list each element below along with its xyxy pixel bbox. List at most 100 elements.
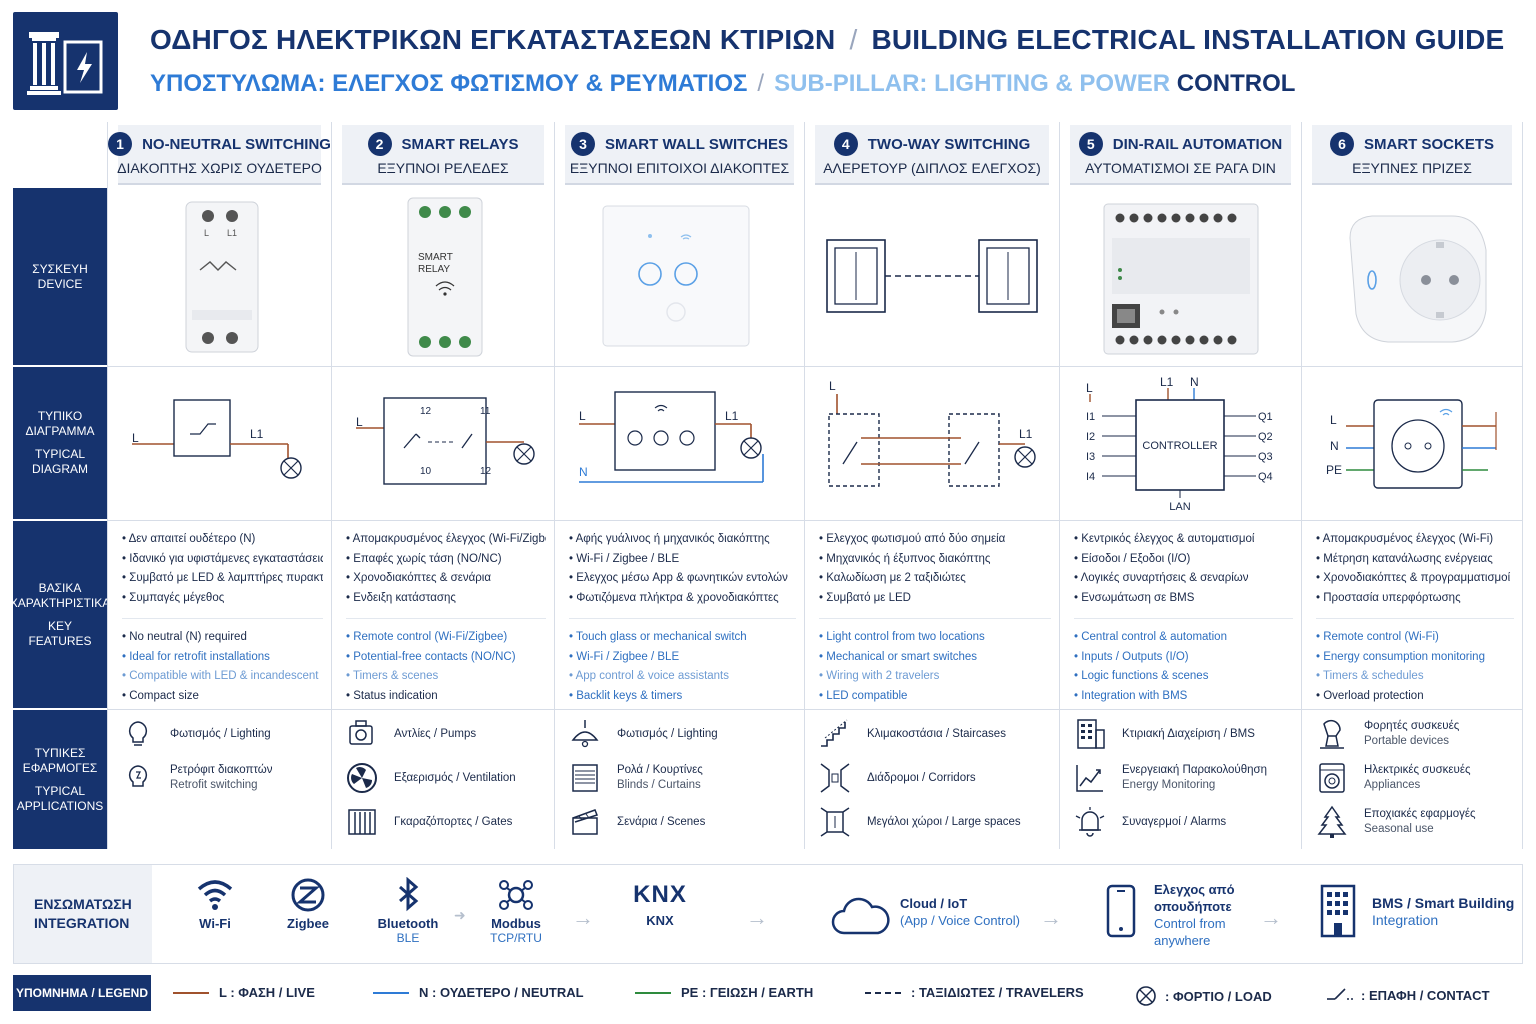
features-list: Απομακρυσμένος έλεγχος (Wi-Fi) Μέτρηση κ… [1316, 530, 1514, 706]
wall-switch-diagram: L L1 N [579, 391, 764, 483]
subtitle-separator: / [757, 70, 765, 97]
lightbulb-icon [128, 721, 148, 746]
pump-icon [349, 720, 373, 745]
protocol-name: Zigbee [287, 916, 329, 931]
column-title-gr: ΔΙΑΚΟΠΤΗΣ ΧΩΡΙΣ ΟΥΔΕΤΕΡΟ [117, 160, 322, 176]
application-label: Ρετρόφιτ διακοπτών [170, 764, 273, 776]
wiring-diagram: L L1 [108, 368, 331, 518]
row-divider [107, 520, 1523, 521]
legend-text: L : ΦΑΣΗ / LIVE [219, 985, 315, 1000]
feature-item: Δεν απαιτεί ουδέτερο (N) [122, 530, 323, 550]
output-label: Q2 [1258, 431, 1273, 443]
row-label-text: ΤΥΠΙΚΟ [37, 409, 83, 423]
feature-item: Timers & scenes [346, 667, 546, 687]
cloud-caption: Cloud / IoT(App / Voice Control) [900, 895, 1020, 929]
input-label: I4 [1086, 471, 1095, 483]
legend-item-travelers: : ΤΑΞΙΔΙΩΤΕΣ / TRAVELERS [865, 985, 1084, 1000]
application-label: Σενάρια / Scenes [617, 815, 706, 828]
feature-item: Λογικές συναρτήσεις & σεναρίων [1074, 569, 1293, 589]
column-title-gr: ΑΛΕΡΕΤΟΥΡ (ΔΙΠΛΟΣ ΕΛΕΓΧΟΣ) [823, 160, 1041, 176]
gate-icon [348, 809, 376, 835]
device-image [555, 190, 804, 366]
controller-diagram: L L1 N CONTROLLER I1 I2 I3 I4 Q1 Q2 Q3 Q… [1086, 375, 1273, 513]
application-sublabel: Blinds / Curtains [617, 779, 701, 791]
protocol-knx: KNX KNX [630, 877, 690, 928]
application-label: Συναγερμοί / Alarms [1122, 815, 1227, 828]
wiring-diagram: L L1 N CONTROLLER I1 I2 I3 I4 Q1 Q2 Q3 Q… [1060, 368, 1301, 518]
row-label-text: ΧΑΡΑΚΤΗΡΙΣΤΙΚΑ [9, 595, 111, 610]
feature-item: LED compatible [819, 687, 1051, 707]
applications-list: Κτιριακή Διαχείριση / BMS Ενεργειακή Παρ… [1072, 712, 1293, 844]
feature-item: Συμβατό με LED & λαμπτήρες πυρακτώσης [122, 569, 323, 589]
earth-line-swatch [635, 991, 671, 994]
two-way-diagram: L L1 [828, 379, 1036, 487]
row-label-text: DIAGRAM [31, 462, 88, 476]
feature-item: Κεντρικός έλεγχος & αυτοματισμοί [1074, 530, 1293, 550]
feature-item: Ιδανικό για υφιστάμενες εγκαταστάσεις [122, 550, 323, 570]
protocol-bluetooth: Bluetooth BLE [376, 876, 440, 945]
clapperboard-icon [572, 809, 598, 835]
bms-sub: Integration [1372, 912, 1439, 928]
feature-item: Ενσωμάτωση σε BMS [1074, 589, 1293, 609]
live-line-swatch [173, 991, 209, 994]
wire-label-l1: L1 [250, 427, 264, 441]
feature-item: Compact size [122, 687, 323, 707]
arrow-icon: ➜ [454, 907, 466, 923]
phone-caption-gr: Ελεγχος από [1154, 882, 1235, 897]
output-label: Q1 [1258, 411, 1273, 423]
features-list: Απομακρυσμένος έλεγχος (Wi-Fi/Zigbee) Επ… [346, 530, 546, 706]
title-english: BUILDING ELECTRICAL INSTALLATION GUIDE [871, 24, 1505, 55]
protocol-modbus: Modbus TCP/RTU [486, 877, 546, 945]
legend-item-live: L : ΦΑΣΗ / LIVE [173, 985, 315, 1000]
column-title-en: NO-NEUTRAL SWITCHING [142, 135, 331, 153]
cloud-icon [831, 897, 890, 935]
row-divider [107, 709, 1523, 710]
feature-item: Backlit keys & timers [569, 687, 796, 707]
protocol-sub: TCP/RTU [490, 931, 542, 945]
wiring-diagram: L 12 11 10 12 [332, 368, 554, 518]
column-number: 4 [833, 132, 858, 156]
column-title-gr: ΕΞΥΠΝΟΙ ΕΠΙΤΟΙΧΟΙ ΔΙΑΚΟΠΤΕΣ [569, 160, 790, 176]
features-list: Αφής γυάλινος ή μηχανικός διακόπτης Wi-F… [569, 530, 796, 706]
feature-item: Επαφές χωρίς τάση (NO/NC) [346, 550, 546, 570]
stairs-icon [821, 719, 848, 747]
comparison-grid: ΣΥΣΚΕΥΗ DEVICE ΤΥΠΙΚΟ ΔΙΑΓΡΑΜΜΑ TYPICAL … [9, 122, 1523, 849]
row-label-text: APPLICATIONS [16, 798, 104, 813]
application-sublabel: Portable devices [1364, 735, 1450, 747]
application-item: Μεγάλοι χώροι / Large spaces [817, 800, 1051, 844]
touch-wall-switch-icon [602, 205, 750, 347]
application-sublabel: Appliances [1364, 779, 1421, 791]
feature-item: Ελεγχος μέσω App & φωνητικών εντολών [569, 569, 796, 589]
application-label: Διάδρομοι / Corridors [867, 771, 976, 784]
arrow-icon: → [746, 905, 768, 930]
retrofit-bulb-icon [128, 765, 148, 787]
application-item: Γκαραζόπορτες / Gates [344, 800, 546, 844]
application-label: Εποχιακές εφαρμογές [1364, 808, 1476, 820]
wire-label-n: N [579, 465, 588, 479]
application-item: Κλιμακοστάσια / Staircases [817, 712, 1051, 756]
feature-item: Mechanical or smart switches [819, 648, 1051, 668]
wire-label-l: L [829, 379, 836, 393]
feature-item: Συμπαγές μέγεθος [122, 589, 323, 609]
page-subtitle: ΥΠΟΣΤΥΛΩΜΑ: ΕΛΕΓΧΟΣ ΦΩΤΙΣΜΟΥ & ΡΕΥΜΑΤΙΟΣ… [150, 70, 1295, 98]
energy-chart-icon [1076, 765, 1103, 792]
feature-item: Χρονοδιακόπτες & προγραμματισμοί [1316, 569, 1514, 589]
din-rail-controller-icon [1103, 203, 1259, 355]
feature-item: Απομακρυσμένος έλεγχος (Wi-Fi) [1316, 530, 1514, 550]
wire-label-l: L [579, 409, 586, 423]
application-sublabel: Energy Monitoring [1122, 779, 1216, 791]
row-label-text: ΤΥΠΙΚΕΣ [34, 745, 86, 760]
wifi-icon [197, 880, 233, 910]
